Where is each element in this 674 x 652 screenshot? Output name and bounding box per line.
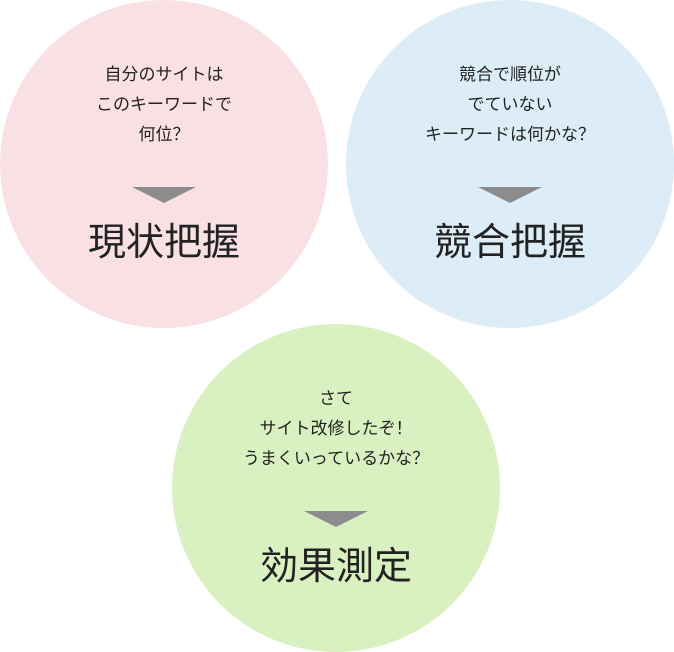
question-line: このキーワードで: [96, 95, 232, 115]
question-line: うまくいっているかな？: [242, 449, 430, 469]
question-text: 競合で順位が でていない キーワードは何かな？: [346, 60, 674, 150]
down-arrow-icon: [478, 187, 542, 203]
down-arrow-icon: [132, 187, 196, 203]
question-line: 競合で順位が: [459, 65, 561, 85]
circle-effect: さて サイト改修したぞ！ うまくいっているかな？ 効果測定: [172, 324, 500, 652]
circle-title: 競合把握: [433, 220, 586, 264]
question-line: キーワードは何かな？: [425, 125, 595, 145]
question-line: 自分のサイトは: [104, 65, 224, 85]
down-arrow-icon: [304, 511, 368, 527]
question-line: 何位？: [138, 125, 190, 145]
question-text: 自分のサイトは このキーワードで 何位？: [0, 60, 328, 150]
circle-current-status: 自分のサイトは このキーワードで 何位？ 現状把握: [0, 0, 328, 328]
circle-title: 効果測定: [259, 544, 412, 588]
circle-competitor: 競合で順位が でていない キーワードは何かな？ 競合把握: [346, 0, 674, 328]
question-text: さて サイト改修したぞ！ うまくいっているかな？: [172, 384, 500, 474]
question-line: さて: [319, 389, 353, 409]
circle-title: 現状把握: [87, 220, 240, 264]
question-line: でていない: [467, 95, 553, 115]
question-line: サイト改修したぞ！: [259, 419, 413, 439]
